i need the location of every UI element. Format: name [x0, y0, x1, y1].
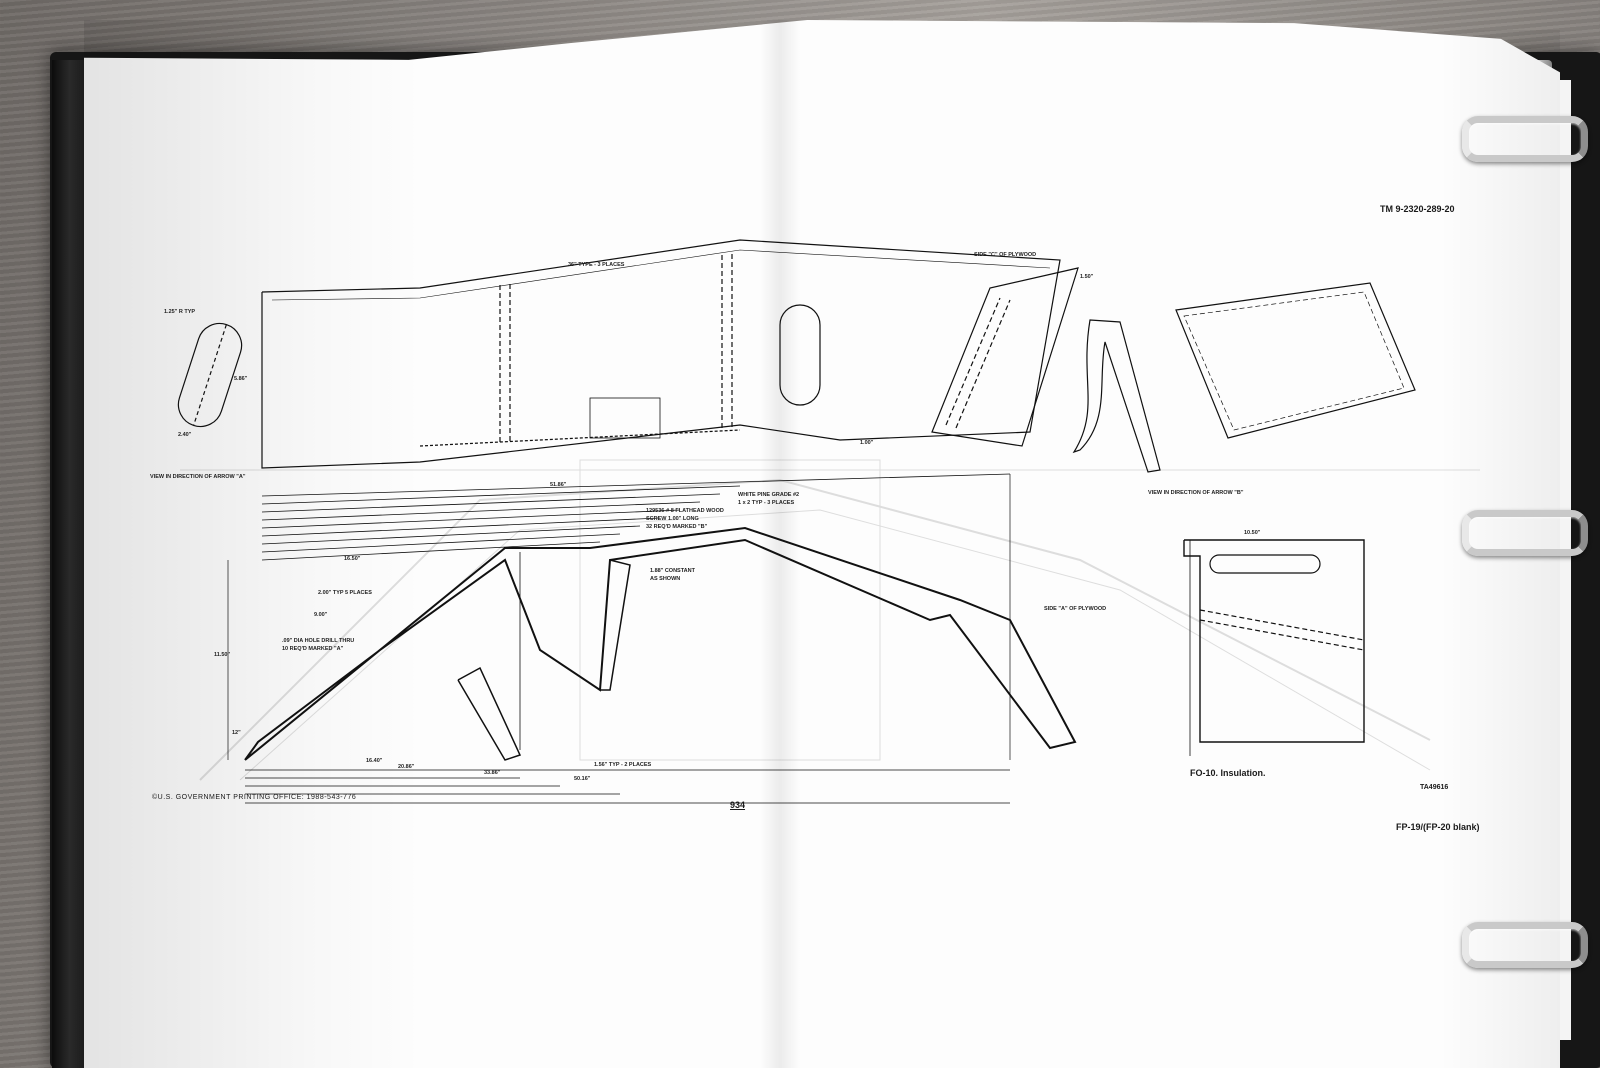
document-number: TM 9-2320-289-20: [1380, 204, 1455, 214]
typ-5-places-label: 2.00" TYP 5 PLACES: [318, 590, 372, 596]
dim-11-50-label: 11.50": [214, 652, 231, 658]
pine-note-1: WHITE PINE GRADE #2: [738, 492, 800, 498]
bracket-part: [1072, 319, 1161, 473]
screw-note-1: 129536-# 8 FLATHEAD WOOD: [646, 508, 724, 514]
dim-16-50-label: 16.50": [344, 556, 361, 562]
constant-note-2: AS SHOWN: [650, 576, 681, 582]
binder-ring-middle: [1462, 510, 1588, 556]
binder-ring-top: [1462, 116, 1588, 162]
dim-12-label: 12": [232, 730, 241, 736]
view-arrow-b-label: VIEW IN DIRECTION OF ARROW "B": [1148, 490, 1244, 496]
dimension-lines-stack: [261, 473, 1011, 561]
drawing-code: TA49616: [1420, 784, 1449, 791]
dim-10-50-label: 10.50": [1244, 530, 1261, 536]
dim-2-40-label: 2.40": [178, 432, 192, 438]
printing-office-note: ©U.S. GOVERNMENT PRINTING OFFICE: 1988-5…: [152, 794, 357, 801]
page-number: 934: [730, 800, 746, 810]
dim-16-40-label: 16.40": [366, 758, 383, 764]
drill-note-1: .09" DIA HOLE DRILL THRU: [282, 638, 355, 644]
pine-note-2: 1 x 2 TYP - 3 PLACES: [738, 500, 795, 506]
slot-detail-left: [177, 322, 243, 428]
lower-frame-outline: [244, 526, 1077, 761]
foldout-page: [84, 20, 1560, 1068]
dim-33-86-label: 33.86": [484, 770, 501, 776]
radius-label: 1.25" R TYP: [164, 309, 196, 315]
foldout-page-number: FP-19/(FP-20 blank): [1396, 822, 1480, 832]
side-a-label: SIDE "A" OF PLYWOOD: [1044, 606, 1107, 612]
side-c-panel: [931, 267, 1079, 447]
dim-5-86-label: 5.86": [234, 376, 248, 382]
screw-note-3: 32 REQ'D MARKED "B": [646, 524, 708, 530]
constant-note-1: 1.88" CONSTANT: [650, 568, 695, 574]
dim-20-86-label: 20.86": [398, 764, 415, 770]
dim-51-86-label: 51.86": [550, 482, 567, 488]
typ-2-places-label: 1.56" TYP - 2 PLACES: [594, 762, 652, 768]
dim-1-00-label: 1.00": [860, 440, 874, 446]
page-fold-shadow-left: [84, 20, 424, 1068]
top-panel-outline: [261, 239, 1061, 469]
dim-9-00-label: 9.00": [314, 612, 328, 618]
figure-caption: FO-10. Insulation.: [1190, 768, 1266, 778]
type-3-places-label: 36" TYPE - 3 PLACES: [568, 262, 625, 268]
view-arrow-a-label: VIEW IN DIRECTION OF ARROW "A": [150, 474, 246, 480]
binder-ring-bottom: [1462, 922, 1588, 968]
bleed-through-drawing: [180, 459, 1480, 781]
screw-note-2: SCREW 1.00" LONG: [646, 516, 699, 522]
side-panel-right: [1175, 282, 1416, 439]
side-c-label: SIDE "C" OF PLYWOOD: [974, 252, 1037, 258]
dim-50-16-label: 50.16": [574, 776, 591, 782]
dim-1-50-label: 1.50": [1080, 274, 1094, 280]
oval-cutout: [779, 304, 821, 406]
end-view-frame: [1183, 539, 1365, 743]
drill-note-2: 10 REQ'D MARKED "A": [282, 646, 344, 652]
